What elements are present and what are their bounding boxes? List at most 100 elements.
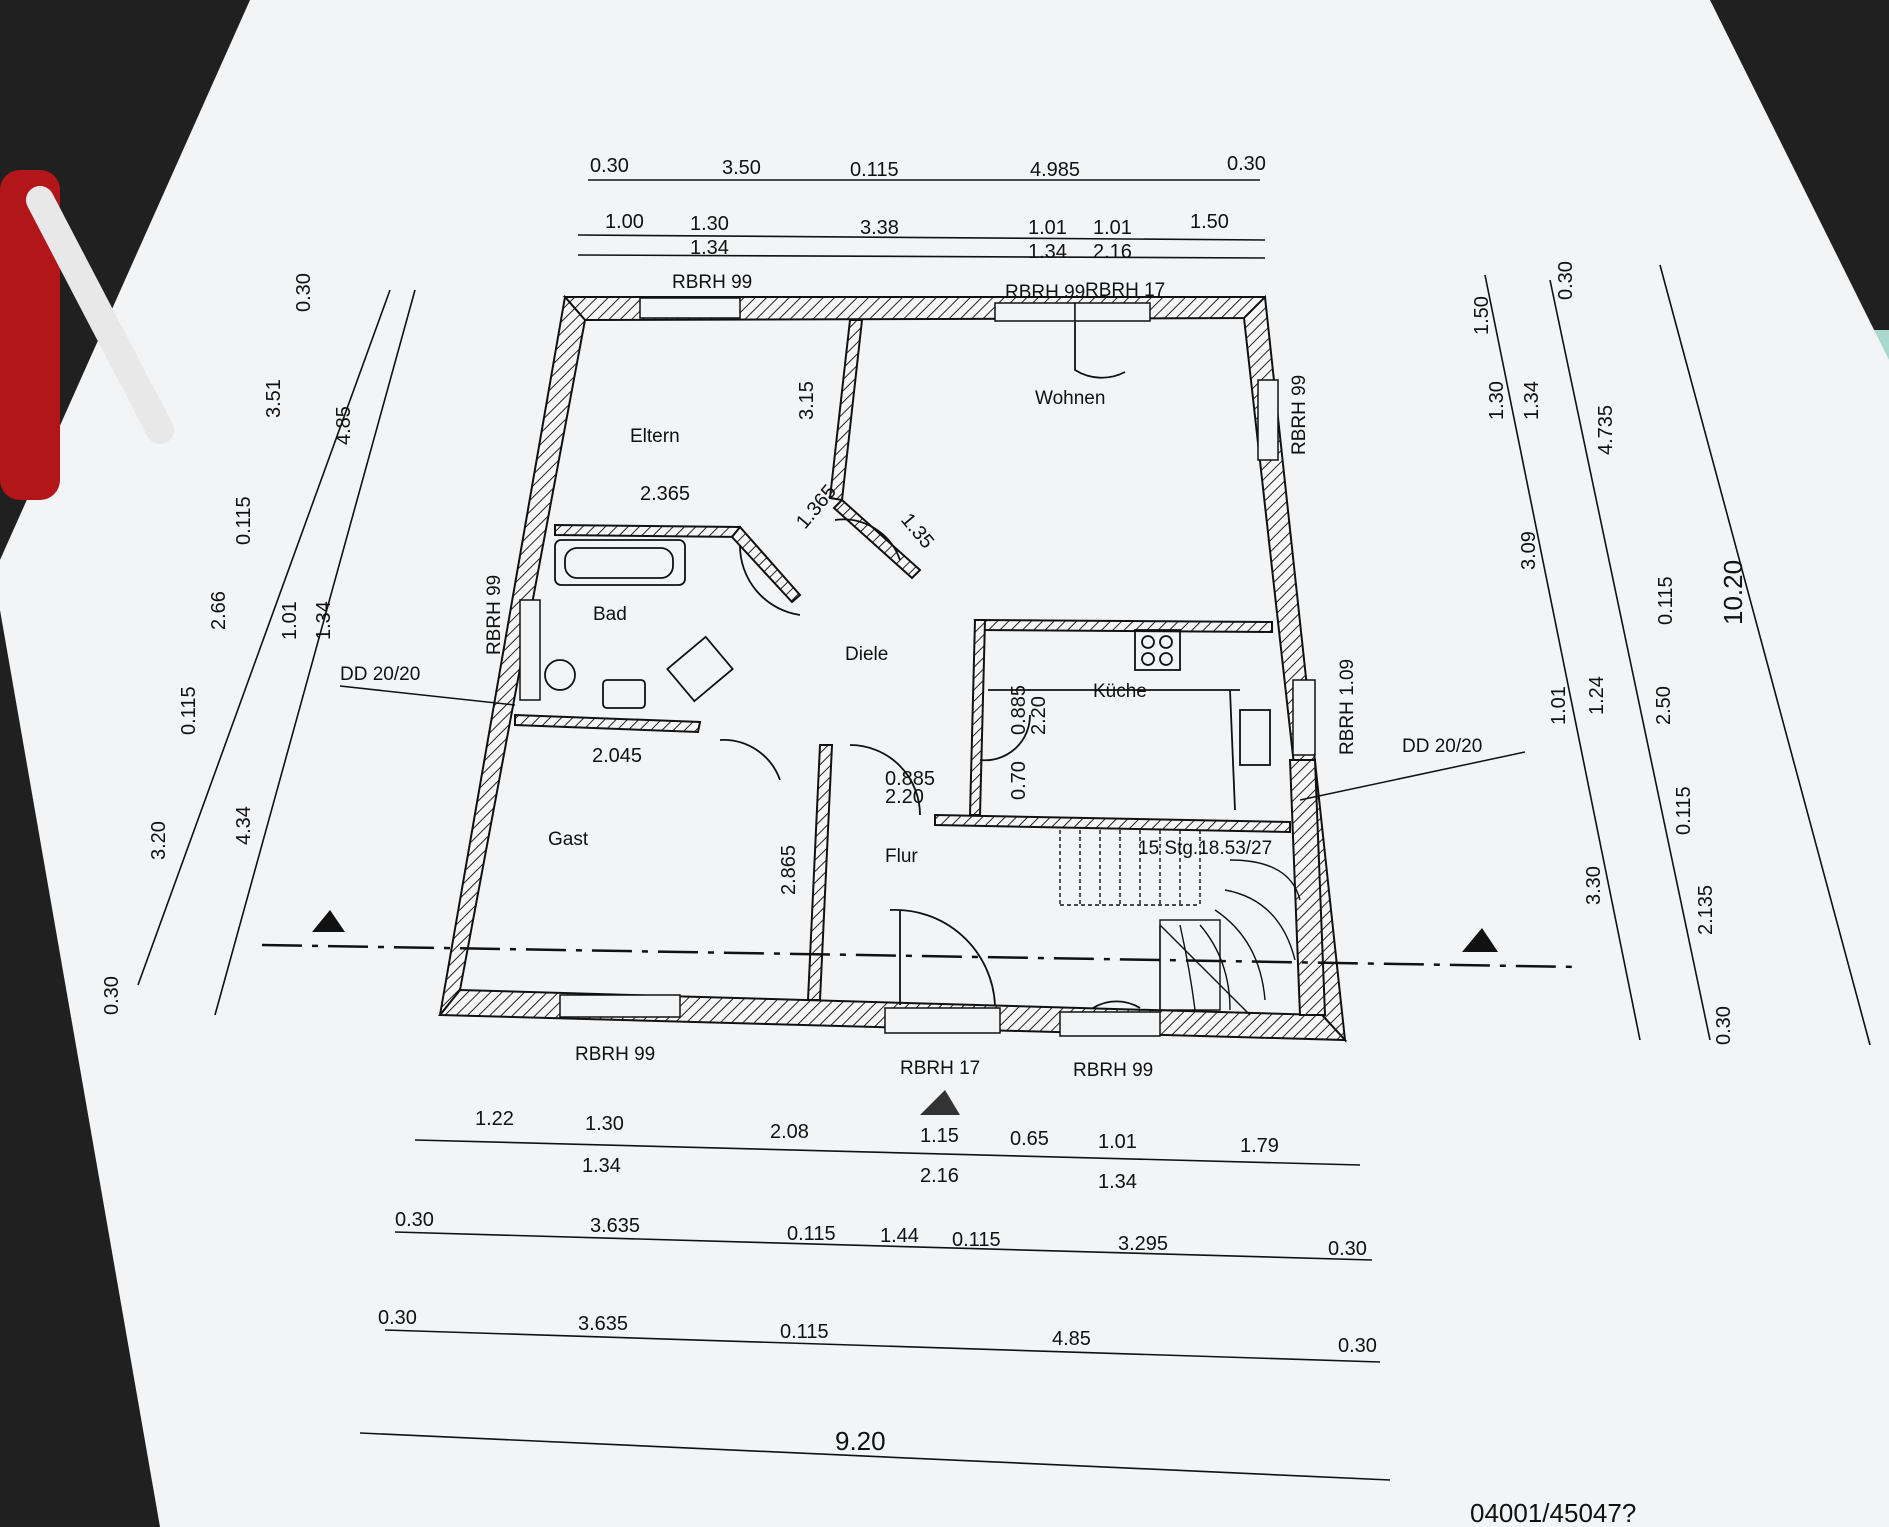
bottom-dim3-3: 0.115 <box>780 1321 829 1343</box>
right-dim-1: 0.30 <box>1555 261 1577 300</box>
top-dim2-sub-1: 1.34 <box>690 237 729 259</box>
top-dim2-5: 1.01 <box>1093 217 1132 239</box>
left-dim-6: 1.01 <box>279 601 301 640</box>
top-dim-3: 0.115 <box>850 159 899 181</box>
bottom-dim2-3: 0.115 <box>787 1223 836 1245</box>
wall-openings <box>519 297 1316 1037</box>
left-dim-9: 3.20 <box>148 821 170 860</box>
bottom-dim3-1: 0.30 <box>378 1307 417 1329</box>
section-line <box>261 910 1579 1115</box>
right-dim-13: 2.135 <box>1695 885 1717 935</box>
opening-left-bad: RBRH 99 <box>484 575 505 655</box>
cooktop <box>1134 629 1181 671</box>
bottom-dim-3: 2.08 <box>770 1121 809 1143</box>
right-dim-10: 2.50 <box>1653 686 1675 725</box>
bottom-dim-7: 1.79 <box>1240 1135 1279 1157</box>
washbasin <box>602 679 646 709</box>
opening-top-mid: RBRH 99 <box>1005 282 1085 303</box>
inner-dim-10: 0.885 <box>1008 685 1030 735</box>
sink <box>1239 709 1271 766</box>
inner-dim-8: 2.20 <box>885 786 924 808</box>
left-dim-7: 1.34 <box>313 601 335 640</box>
top-dim2-6: 1.50 <box>1190 211 1229 233</box>
fixtures <box>544 539 1271 811</box>
top-dim-1: 0.30 <box>590 155 629 177</box>
inner-dim-11: 2.20 <box>1028 696 1050 735</box>
opening-top-left: RBRH 99 <box>672 272 752 293</box>
bathtub <box>554 539 686 586</box>
opening-right-kueche: RBRH 1.09 <box>1337 659 1358 755</box>
room-kueche: Küche <box>1093 681 1147 702</box>
toilet <box>544 659 576 691</box>
room-gast: Gast <box>548 829 589 850</box>
right-dim-total: 10.20 <box>1718 560 1748 625</box>
left-dim-3: 4.85 <box>333 406 355 445</box>
inner-dim-9: 0.70 <box>1008 761 1030 800</box>
bottom-dim-6: 1.01 <box>1098 1131 1137 1153</box>
right-dim-4: 1.34 <box>1521 381 1543 420</box>
room-bad: Bad <box>593 604 627 625</box>
bottom-dim-sub-2: 2.16 <box>920 1165 959 1187</box>
opening-right-wohnen: RBRH 99 <box>1289 375 1310 455</box>
bottom-dim3-2: 3.635 <box>578 1313 628 1335</box>
right-dim-11: 0.115 <box>1673 786 1695 835</box>
door-swings <box>719 322 1141 1009</box>
bottom-dim-1: 1.22 <box>475 1108 514 1130</box>
right-dim-9: 1.24 <box>1586 676 1608 715</box>
left-dim-5: 2.66 <box>208 591 230 630</box>
staircase <box>1059 830 1301 1016</box>
left-dim-11: 0.30 <box>101 976 123 1015</box>
bottom-dim-sub-3: 1.34 <box>1098 1171 1137 1193</box>
opening-bottom-left: RBRH 99 <box>575 1044 655 1065</box>
left-dim-1: 0.30 <box>293 273 315 312</box>
footer-code: 04001/45047? <box>1470 1498 1636 1527</box>
left-dim-10: 4.34 <box>233 806 255 845</box>
bottom-dim-4: 1.15 <box>920 1125 959 1147</box>
opening-bottom-mid: RBRH 17 <box>900 1058 980 1079</box>
right-dim-14: 0.30 <box>1713 1006 1735 1045</box>
bottom-dim2-4: 1.44 <box>880 1225 919 1247</box>
bottom-dim2-6: 3.295 <box>1118 1233 1168 1255</box>
right-dim-7: 0.115 <box>1655 576 1677 625</box>
interior-walls <box>514 319 1327 1016</box>
top-dim2-sub-2: 1.34 <box>1028 241 1067 263</box>
opening-top-right: RBRH 17 <box>1085 280 1165 301</box>
left-dim-4: 0.115 <box>233 496 255 545</box>
note-dd-left: DD 20/20 <box>340 664 420 685</box>
right-dim-8: 1.01 <box>1548 686 1570 725</box>
top-dim2-sub-3: 2.16 <box>1093 241 1132 263</box>
note-dd-right: DD 20/20 <box>1402 736 1482 757</box>
right-dim-12: 3.30 <box>1583 866 1605 905</box>
right-dim-5: 4.735 <box>1595 405 1617 455</box>
bottom-dim2-1: 0.30 <box>395 1209 434 1231</box>
left-dim-2: 3.51 <box>263 379 285 418</box>
bottom-dim2-7: 0.30 <box>1328 1238 1367 1260</box>
top-dim2-2: 1.30 <box>690 213 729 235</box>
inner-dim-7: 0.885 <box>885 768 935 790</box>
left-dim-8: 0.115 <box>178 686 200 735</box>
top-dim2-4: 1.01 <box>1028 217 1067 239</box>
bottom-dim-5: 0.65 <box>1010 1128 1049 1150</box>
top-dim2-1: 1.00 <box>605 211 644 233</box>
opening-bottom-right: RBRH 99 <box>1073 1060 1153 1081</box>
room-flur: Flur <box>885 846 918 867</box>
bottom-dim2-5: 0.115 <box>952 1229 1001 1251</box>
inner-dim-2: 2.365 <box>640 483 690 505</box>
room-wohnen: Wohnen <box>1035 388 1105 409</box>
white-pencil <box>26 186 174 444</box>
bottom-total: 9.20 <box>835 1426 886 1456</box>
top-dim-5: 0.30 <box>1227 153 1266 175</box>
top-dim2-3: 3.38 <box>860 217 899 239</box>
top-dim-2: 3.50 <box>722 157 761 179</box>
red-pen <box>0 170 60 500</box>
bottom-dim-2: 1.30 <box>585 1113 624 1135</box>
note-stairs: 15 Stg.18.53/27 <box>1138 838 1272 859</box>
bottom-dim3-4: 4.85 <box>1052 1328 1091 1350</box>
right-dim-6: 3.09 <box>1518 531 1540 570</box>
top-dim-4: 4.985 <box>1030 159 1080 181</box>
inner-dim-1: 3.15 <box>796 381 818 420</box>
room-diele: Diele <box>845 644 888 665</box>
bottom-dim3-5: 0.30 <box>1338 1335 1377 1357</box>
